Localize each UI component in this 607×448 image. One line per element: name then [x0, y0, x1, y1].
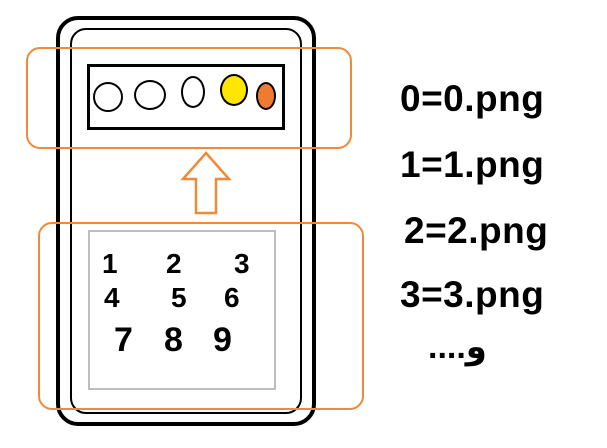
led-circle-1 — [93, 82, 123, 112]
key-8: 8 — [164, 321, 183, 359]
device-bezel — [70, 28, 302, 414]
key-9: 9 — [213, 321, 232, 359]
led-yellow — [220, 74, 248, 106]
keypad-panel — [88, 230, 276, 390]
mapping-line-2: 2=2.png — [404, 210, 549, 251]
mapping-line-0: 0=0.png — [400, 78, 545, 119]
up-arrow-icon — [180, 151, 232, 215]
mapping-line-3: 3=3.png — [400, 274, 545, 315]
mapping-ellipsis: ....و — [428, 328, 487, 366]
key-2: 2 — [166, 248, 182, 279]
key-4: 4 — [104, 282, 120, 313]
led-orange — [256, 82, 276, 110]
key-3: 3 — [234, 248, 250, 279]
key-1: 1 — [102, 248, 118, 279]
led-oval — [181, 76, 205, 108]
led-circle-2 — [134, 80, 166, 110]
highlight-keypad-region — [38, 222, 364, 410]
key-7: 7 — [114, 321, 133, 359]
highlight-display-region — [26, 47, 352, 149]
mapping-line-1: 1=1.png — [400, 144, 545, 185]
key-6: 6 — [224, 282, 240, 313]
key-5: 5 — [171, 282, 187, 313]
